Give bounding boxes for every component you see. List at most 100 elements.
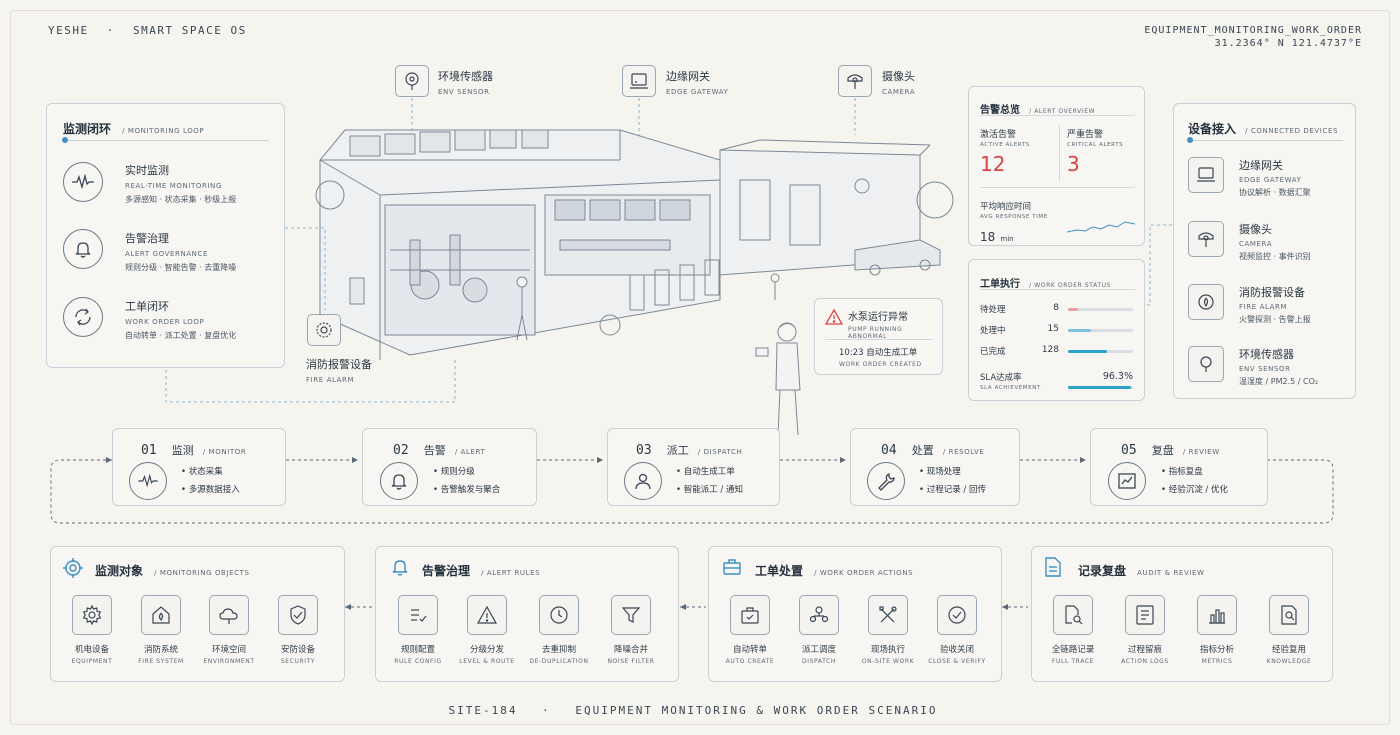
action-item-en: ON-SITE WORK <box>861 658 915 665</box>
sla-bar <box>1068 386 1133 389</box>
connected-devices-title: 设备接入 <box>1188 122 1237 136</box>
checklist-icon[interactable] <box>398 595 438 635</box>
work-order-status-panel: 工单执行 / WORK ORDER STATUS 待处理 8 处理中 15 已完… <box>968 259 1145 401</box>
audit-item-en: ACTION LOGS <box>1121 658 1169 665</box>
cloud-icon[interactable] <box>209 595 249 635</box>
camera-icon[interactable] <box>838 65 872 97</box>
audit-item-cn: 经验复用 <box>1271 645 1306 655</box>
flow-step-monitor[interactable]: 01 监测 / MONITOR • 状态采集 • 多源数据接入 <box>112 428 286 506</box>
panel-title-en: / ALERT RULES <box>481 569 541 577</box>
flow-step-bullet: • 经验沉淀 / 优化 <box>1161 485 1228 495</box>
brand-separator: · <box>106 24 115 37</box>
audit-item-en: KNOWLEDGE <box>1266 658 1312 665</box>
panel-header: 记录复盘 AUDIT & REVIEW <box>1078 560 1205 579</box>
tools-icon[interactable] <box>868 595 908 635</box>
divider <box>1188 140 1343 141</box>
brand-header: YESHE · SMART SPACE OS <box>48 24 247 37</box>
edge-gateway-icon[interactable] <box>622 65 656 97</box>
flow-step-bullet-text: 状态采集 <box>188 467 223 477</box>
object-item-en: SECURITY <box>280 658 316 665</box>
action-item-cn: 派工调度 <box>801 645 836 655</box>
flow-step-heading: 01 监测 / MONITOR <box>141 439 246 458</box>
filter-icon[interactable] <box>611 595 651 635</box>
flow-step-review[interactable]: 05 复盘 / REVIEW • 指标复盘 • 经验沉淀 / 优化 <box>1090 428 1268 506</box>
bell-icon <box>380 462 418 500</box>
flow-step-bullet-text: 告警触发与聚合 <box>440 485 501 495</box>
bell-icon <box>392 560 408 576</box>
loop-item-desc: 多源感知 · 状态采集 · 秒级上报 <box>125 195 237 204</box>
work-order-status-title-en: / WORK ORDER STATUS <box>1029 282 1111 289</box>
flow-step-bullet-text: 过程记录 / 回传 <box>926 485 986 495</box>
waveform-icon <box>63 162 103 202</box>
pump-alert-time: 10:23 自动生成工单 <box>839 348 918 358</box>
house-fire-icon[interactable] <box>141 595 181 635</box>
top-device-camera: 摄像头 CAMERA <box>882 68 915 96</box>
critical-alerts-value: 3 <box>1067 152 1080 176</box>
wo-row-value: 8 <box>1053 303 1059 313</box>
briefcase-icon <box>723 559 741 575</box>
monitoring-loop-title: 监测闭环 <box>63 122 112 136</box>
object-item-en: EQUIPMENT <box>71 658 113 665</box>
active-alerts-value: 12 <box>980 152 1006 176</box>
flow-step-dispatch[interactable]: 03 派工 / DISPATCH • 自动生成工单 • 智能派工 / 通知 <box>607 428 780 506</box>
sla-bar-fill <box>1068 386 1131 389</box>
pump-alert-line-en: WORK ORDER CREATED <box>839 361 922 368</box>
device-item: 消防报警设备 FIRE ALARM 火警探测 · 告警上报 <box>1239 284 1311 325</box>
flow-step-resolve[interactable]: 04 处置 / RESOLVE • 现场处理 • 过程记录 / 回传 <box>850 428 1020 506</box>
loop-item-workorder: 工单闭环 WORK ORDER LOOP 自动转单 · 派工处置 · 复盘优化 <box>125 298 236 341</box>
user-icon <box>624 462 662 500</box>
avg-response-label: 平均响应时间 <box>980 202 1032 212</box>
footer-site: SITE-184 <box>448 704 518 717</box>
env-sensor-icon <box>1188 346 1224 382</box>
wo-row-bar <box>1068 308 1133 311</box>
pump-alert-popup[interactable]: 水泵运行异常 PUMP RUNNING ABNORMAL 10:23 自动生成工… <box>814 298 943 375</box>
panel-title: 记录复盘 <box>1078 564 1127 578</box>
divider <box>980 289 1135 290</box>
object-item-cn: 机电设备 <box>74 645 109 655</box>
flow-step-bullet: • 告警触发与聚合 <box>433 485 501 495</box>
loop-item-en: ALERT GOVERNANCE <box>125 250 209 258</box>
people-icon[interactable] <box>799 595 839 635</box>
top-device-env-cn: 环境传感器 <box>438 70 493 83</box>
flow-step-en: / ALERT <box>454 448 486 456</box>
doc-search-icon[interactable] <box>1053 595 1093 635</box>
flow-step-alert[interactable]: 02 告警 / ALERT • 规则分级 • 告警触发与聚合 <box>362 428 537 506</box>
edge-gateway-icon <box>1188 157 1224 193</box>
device-item-en: ENV SENSOR <box>1239 365 1291 373</box>
env-sensor-icon[interactable] <box>395 65 429 97</box>
panel-title-en: / MONITORING OBJECTS <box>154 569 250 577</box>
flow-step-en: / RESOLVE <box>942 448 985 456</box>
footer-dot: · <box>542 704 551 717</box>
critical-alerts-label: 严重告警 <box>1067 130 1104 140</box>
gear-icon[interactable] <box>72 595 112 635</box>
knowledge-icon[interactable] <box>1269 595 1309 635</box>
check-circle-icon[interactable] <box>937 595 977 635</box>
page-frame <box>10 10 1390 725</box>
audit-item-en: FULL TRACE <box>1051 658 1094 665</box>
audit-item: 过程留痕 ACTION LOGS <box>1110 643 1180 665</box>
work-order-status-title: 工单执行 <box>980 279 1020 290</box>
fire-alarm-callout-en: FIRE ALARM <box>306 376 355 384</box>
warning-icon[interactable] <box>467 595 507 635</box>
shield-icon[interactable] <box>278 595 318 635</box>
camera-icon <box>1188 221 1224 257</box>
fire-alarm-icon[interactable] <box>307 314 341 346</box>
clock-icon[interactable] <box>539 595 579 635</box>
divider <box>1059 125 1060 181</box>
bar-chart-icon[interactable] <box>1197 595 1237 635</box>
document-icon <box>1045 557 1061 577</box>
audit-item-cn: 过程留痕 <box>1127 645 1162 655</box>
list-icon[interactable] <box>1125 595 1165 635</box>
briefcase-check-icon[interactable] <box>730 595 770 635</box>
top-device-camera-cn: 摄像头 <box>882 70 915 83</box>
audit-item: 经验复用 KNOWLEDGE <box>1254 643 1324 665</box>
doc-info: EQUIPMENT_MONITORING_WORK_ORDER 31.2364°… <box>1144 24 1362 50</box>
